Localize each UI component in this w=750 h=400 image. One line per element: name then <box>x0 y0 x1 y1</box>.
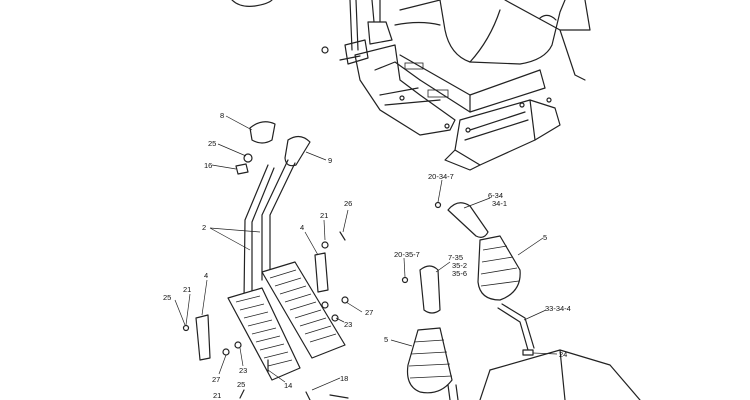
callout-25: 25 <box>237 380 245 389</box>
callout-21: 21 <box>320 211 328 220</box>
callout-14: 14 <box>284 381 292 390</box>
callout-4: 4 <box>300 223 304 232</box>
callout-34-1: 34-1 <box>492 199 507 208</box>
callout-leaders <box>174 115 558 391</box>
callout-6-34: 6-34 <box>488 191 503 200</box>
callout-4: 4 <box>204 271 208 280</box>
callout-20-35-7: 20-35-7 <box>394 250 420 259</box>
callout-23: 23 <box>239 366 247 375</box>
callout-27: 27 <box>365 308 373 317</box>
callout-25: 25 <box>163 293 171 302</box>
travel-lever-assembly <box>182 121 349 400</box>
callout-35-2: 35-2 <box>452 261 467 270</box>
seat-console-assembly <box>231 0 591 171</box>
callout-24: 24 <box>559 350 567 359</box>
callout-labels: 8 25 16 9 2 21 26 4 4 21 25 27 23 23 27 … <box>163 111 571 400</box>
callout-21: 21 <box>213 391 221 400</box>
callout-18: 18 <box>340 374 348 383</box>
callout-33-34-4: 33-34-4 <box>545 304 571 313</box>
pilot-control-levers <box>401 201 641 400</box>
callout-16: 16 <box>204 161 212 170</box>
callout-5: 5 <box>384 335 388 344</box>
callout-20-34-7: 20-34-7 <box>428 172 454 181</box>
callout-5: 5 <box>543 233 547 242</box>
callout-27: 27 <box>212 375 220 384</box>
callout-25: 25 <box>208 139 216 148</box>
callout-21: 21 <box>183 285 191 294</box>
callout-2: 2 <box>202 223 206 232</box>
callout-23: 23 <box>344 320 352 329</box>
callout-9: 9 <box>328 156 332 165</box>
callout-26: 26 <box>344 199 352 208</box>
callout-7-35: 7-35 <box>448 253 463 262</box>
callout-8: 8 <box>220 111 224 120</box>
callout-35-6: 35-6 <box>452 269 467 278</box>
